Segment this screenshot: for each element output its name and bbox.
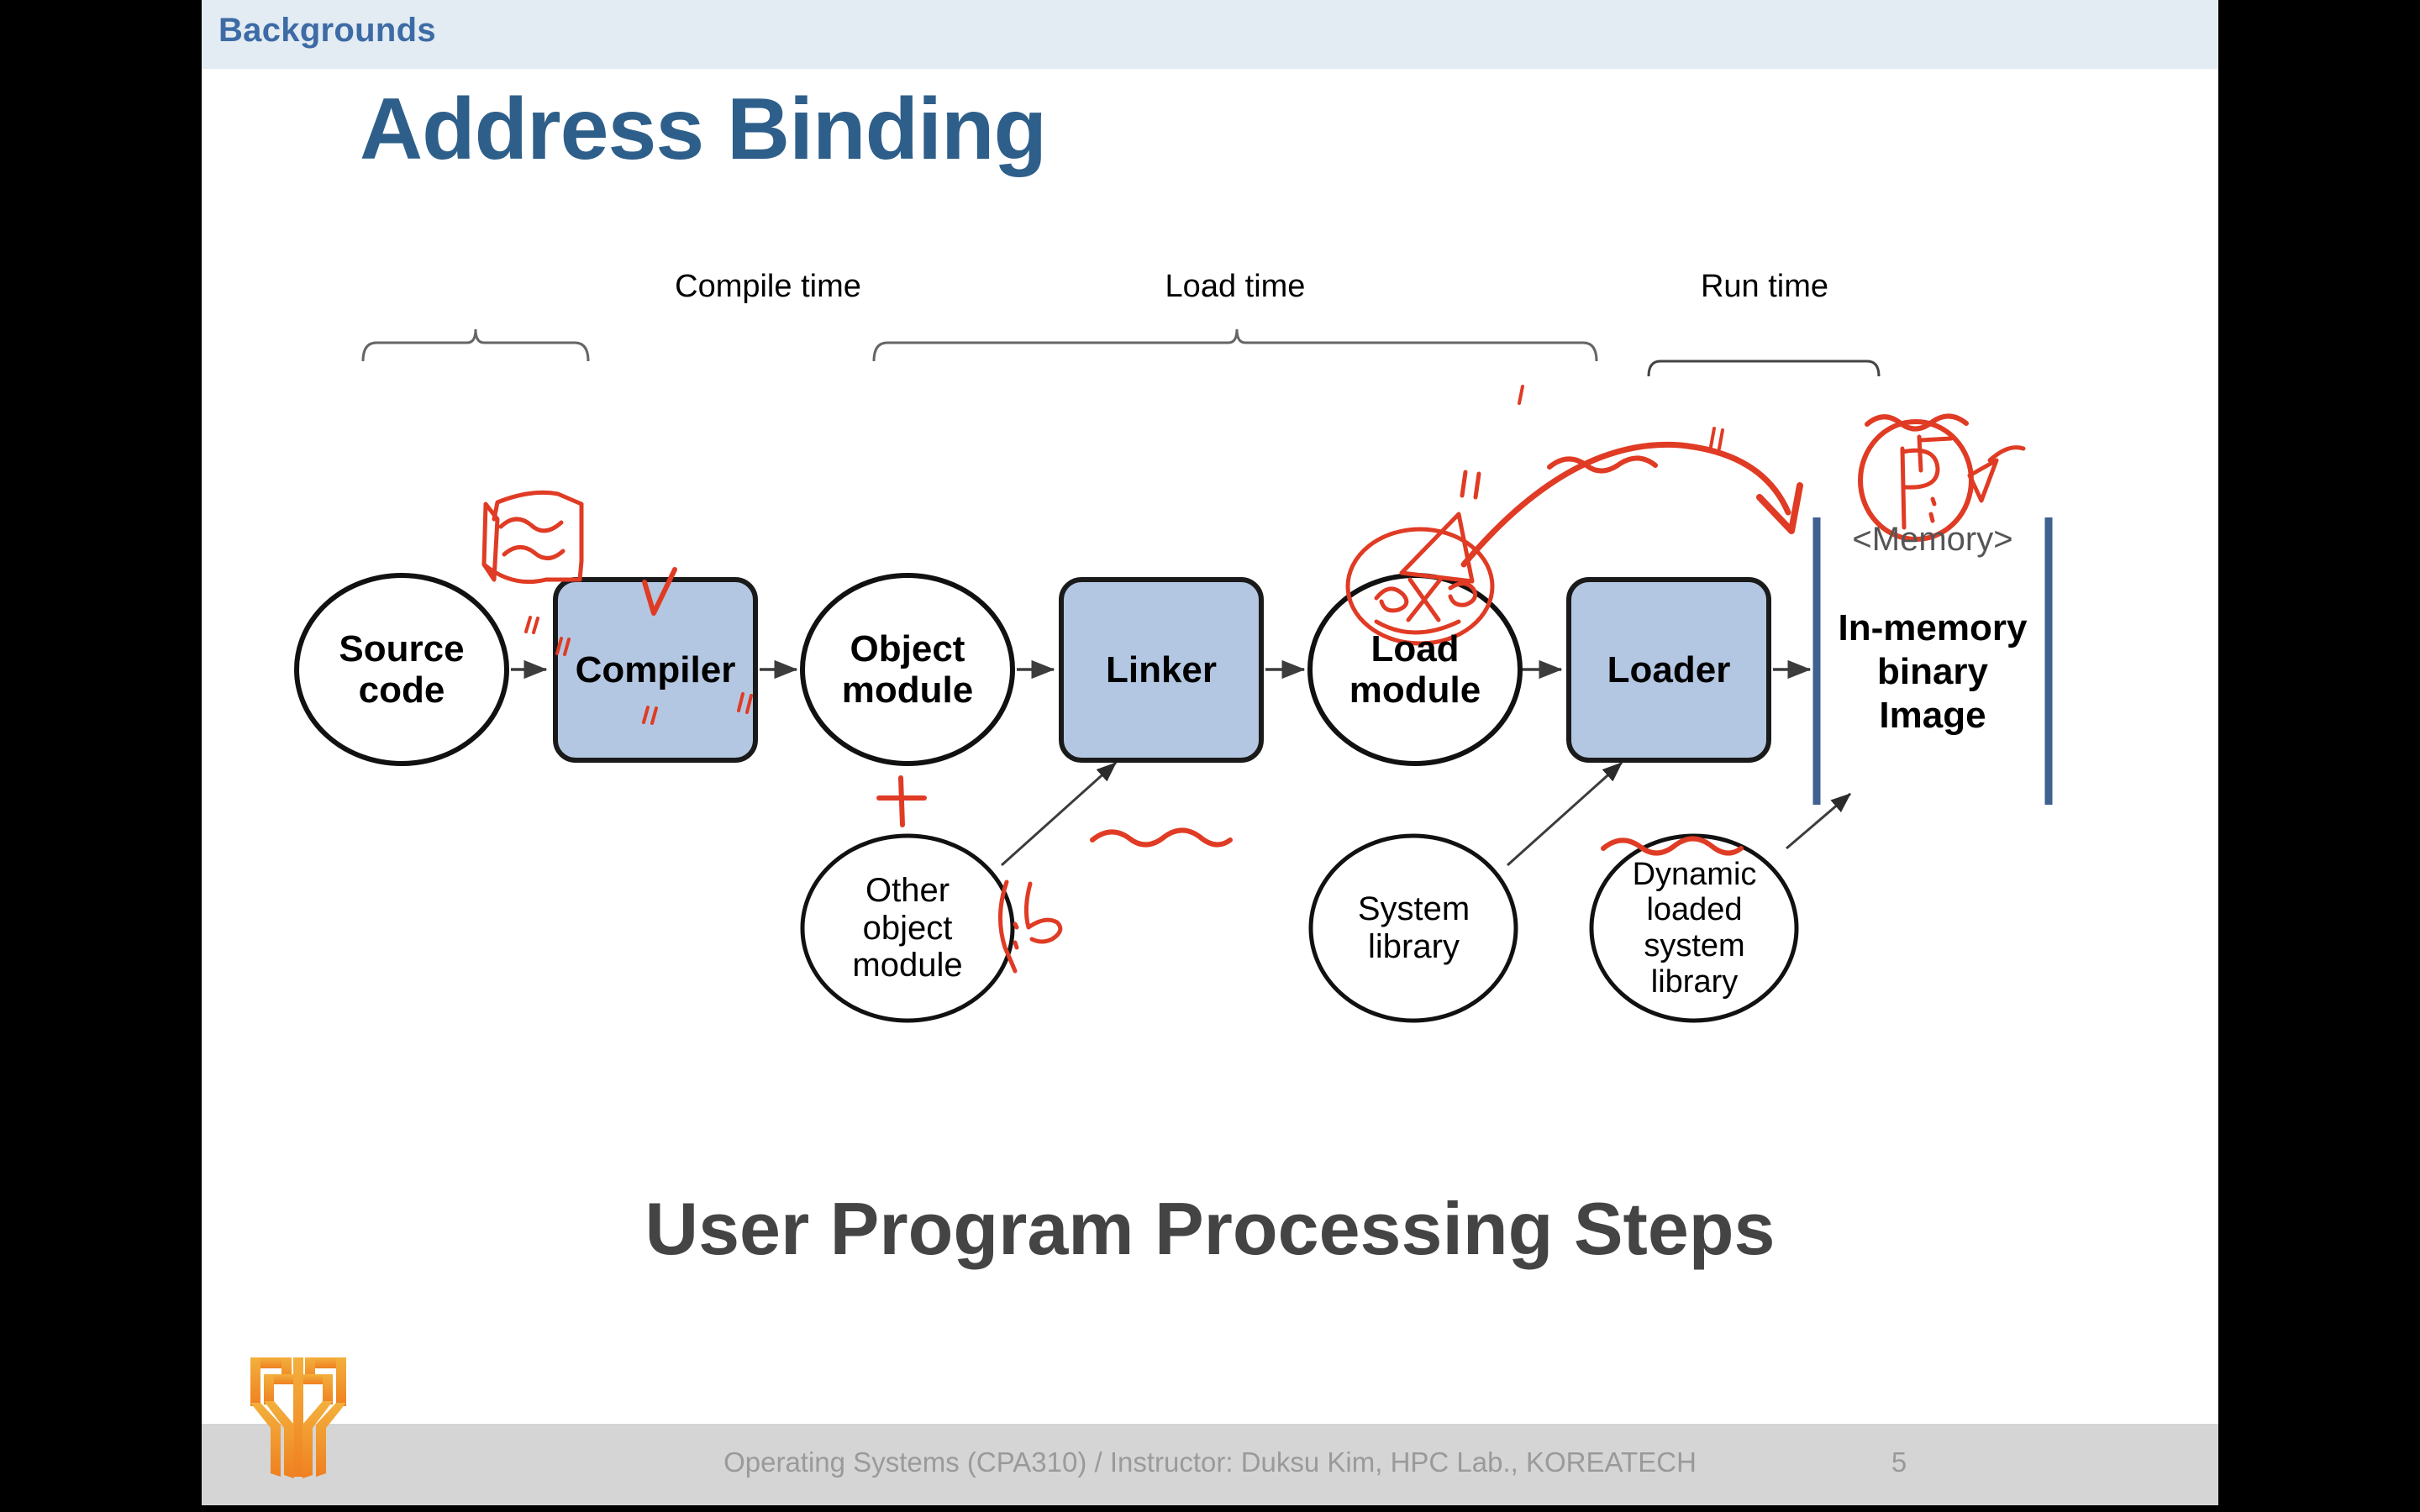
footer-course-info: Operating Systems (CPA310) / Instructor:… [723, 1446, 1697, 1478]
curved-arrow-load-to-memory-icon [1460, 441, 1791, 568]
arrow-otherobject-to-linker [1000, 761, 1118, 867]
bracket-run-time [1647, 360, 1881, 377]
quote-marks-source-code-icon [524, 616, 539, 634]
circle-pi-run-time-icon [1858, 419, 2026, 542]
arrow-systemlib-to-loader [1506, 761, 1623, 867]
footer-page-number: 5 [1891, 1446, 1907, 1478]
quote-marks-compiler-close-icon [737, 692, 753, 714]
process-flow-diagram: Compile time Load time Run time Source c… [202, 0, 2218, 1176]
presentation-slide: Backgrounds Address Binding [202, 0, 2218, 1505]
slide-section-label: Backgrounds [218, 12, 436, 49]
koreatech-logo [250, 1357, 346, 1478]
doc-sketch-source-code-icon [481, 490, 584, 585]
underline-squiggle-run-time-icon [1865, 413, 1969, 432]
slide-header-band [202, 0, 2218, 69]
underline-squiggle-load-time-icon [1547, 455, 1658, 474]
scribble-note-other-object-icon [997, 879, 1063, 974]
bracket-label-load-time: Load time [1165, 269, 1306, 304]
slide-headline: User Program Processing Steps [644, 1187, 1776, 1270]
node-object-module-shape [800, 573, 1015, 766]
bracket-compile-time [361, 328, 590, 362]
page-title: Address Binding [360, 81, 1047, 178]
plus-sign-other-object-icon [876, 775, 927, 827]
quote-marks-load-time-icon [1518, 385, 1724, 450]
check-mark-compiler-icon [642, 567, 677, 616]
node-linker-shape [1059, 577, 1264, 763]
memory-region-bars [1812, 517, 2053, 805]
node-loader-shape [1566, 577, 1771, 763]
process-boxes [553, 577, 1771, 763]
underline-squiggle-linker-icon [1090, 827, 1233, 848]
node-source-code-shape [294, 573, 509, 766]
ellipse-nodes [294, 573, 1523, 766]
node-compiler-shape [553, 577, 758, 763]
bracket-label-compile-time: Compile time [675, 269, 861, 304]
underline-squiggle-loader-icon [1601, 836, 1744, 856]
quote-marks-source-code-end-icon [642, 706, 658, 725]
node-other-object-module-shape [800, 833, 1015, 1023]
bracket-load-time [872, 328, 1598, 362]
circle-exe-load-module-icon [1345, 470, 1495, 646]
memory-region-title: <Memory> [1852, 521, 2013, 558]
diagram-base-layer [294, 328, 2053, 1023]
arrow-dynamiclib-to-memory [1786, 792, 1851, 850]
quote-marks-compiler-open-icon [555, 637, 571, 656]
curved-arrow-head-icon [1756, 482, 1803, 534]
slide-footer-band [202, 1424, 2218, 1505]
node-dynamic-library-shape [1589, 833, 1799, 1023]
node-system-library-shape [1308, 833, 1518, 1023]
ellipse-nodes-secondary [800, 833, 1799, 1023]
bracket-label-run-time: Run time [1700, 269, 1829, 304]
handwritten-annotation-layer [481, 385, 2026, 974]
